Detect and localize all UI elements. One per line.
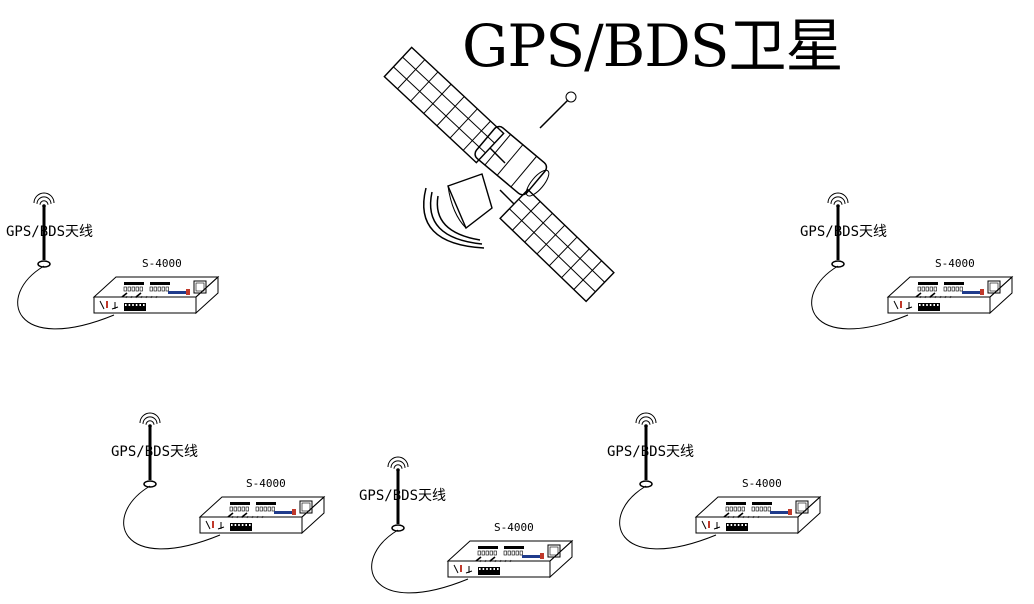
device-model-label: S-4000 <box>246 477 286 490</box>
antenna-label: GPS/BDS天线 <box>800 224 888 240</box>
device-icon <box>92 275 220 315</box>
diagram-title: GPS/BDS卫星 <box>462 12 843 80</box>
antenna-label: GPS/BDS天线 <box>359 488 447 504</box>
device-icon <box>198 495 326 535</box>
ground-station <box>619 412 822 550</box>
antenna-label: GPS/BDS天线 <box>111 444 199 460</box>
device-model-label: S-4000 <box>935 257 975 270</box>
antenna-label: GPS/BDS天线 <box>6 224 94 240</box>
ground-station <box>123 412 326 550</box>
antenna-icon <box>139 412 161 488</box>
satellite-icon <box>383 46 615 303</box>
antenna-label: GPS/BDS天线 <box>607 444 695 460</box>
antenna-icon <box>33 192 55 268</box>
ground-station <box>371 456 574 594</box>
device-model-label: S-4000 <box>142 257 182 270</box>
antenna-icon <box>827 192 849 268</box>
antenna-icon <box>387 456 409 532</box>
device-model-label: S-4000 <box>494 521 534 534</box>
device-model-label: S-4000 <box>742 477 782 490</box>
device-icon <box>694 495 822 535</box>
device-icon <box>886 275 1014 315</box>
ground-station <box>17 192 220 330</box>
ground-station <box>811 192 1014 330</box>
antenna-icon <box>635 412 657 488</box>
device-icon <box>446 539 574 579</box>
